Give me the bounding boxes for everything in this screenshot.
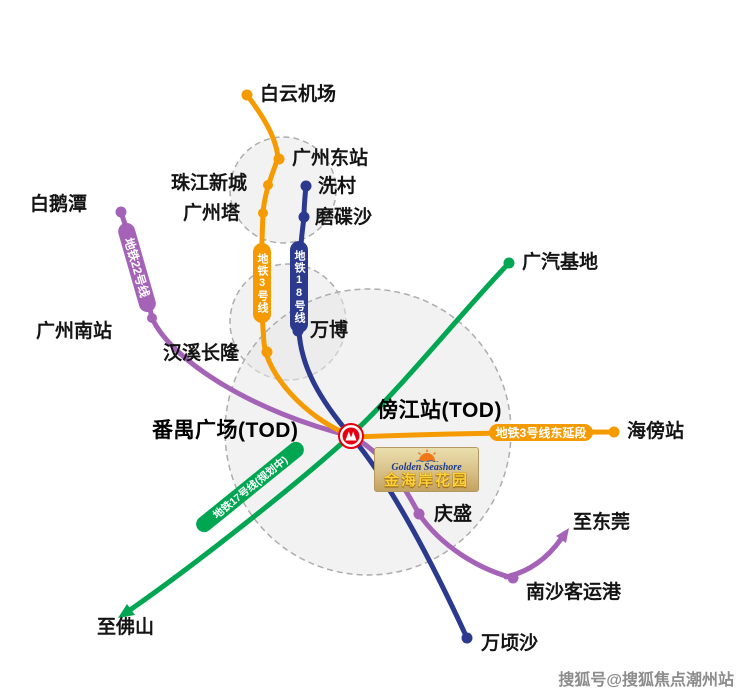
line3-path [244,92,354,439]
hub-label-panyu-square-tod: 番禺广场(TOD) [152,419,299,442]
station-dot-bai-e-tan [115,206,127,218]
station-label-modiesha: 磨碟沙 [315,207,373,228]
hub-interchange-icon [338,423,364,449]
line22-branch-dongguan [503,536,564,580]
station-dot-canton-tower [258,208,268,218]
station-label-wanqingsha: 万顷沙 [481,633,539,654]
sohu-watermark: 搜狐号@搜狐焦点潮州站 [558,672,734,689]
logo-name-english: Golden Seashore [391,462,462,474]
station-dot-baiyun-airport [241,89,253,101]
station-label-nansha-port: 南沙客运港 [526,582,622,603]
station-label-bai-e-tan: 白鹅潭 [30,194,88,215]
station-label-zhujiang-new-town: 珠江新城 [171,173,248,194]
station-label-wanbo: 万博 [310,320,349,341]
station-label-guangzhou-south: 广州南站 [36,321,113,342]
station-label-haipang: 海傍站 [627,421,685,442]
station-dot-qingsheng [413,508,425,520]
station-dot-guangzhou-east [273,153,285,165]
station-dot-gac-base [503,257,515,269]
zone-circle-north [229,136,337,244]
station-dot-zhujiang-new-town [263,180,273,190]
line22-arrow-dongguan [556,528,569,543]
direction-label-to-foshan: 至佛山 [97,617,155,638]
sun-icon [415,449,438,463]
catchment-zones [224,136,512,576]
station-label-gac-base: 广汽基地 [522,252,599,273]
station-dot-xicun [300,180,312,192]
golden-seashore-logo: Golden Seashore 金海岸花园 [374,447,479,492]
station-label-guangzhou-east: 广州东站 [292,148,369,169]
line17-arrow-foshan [118,604,135,618]
station-dot-wanqingsha [461,632,473,644]
station-label-xicun: 洗村 [318,176,357,197]
logo-name-chinese: 金海岸花园 [383,472,469,490]
station-label-baiyun-airport: 白云机场 [260,84,337,105]
station-dot-guangzhou-south [147,313,157,323]
station-dot-hanxi-changlong [261,346,273,358]
station-label-canton-tower: 广州塔 [183,203,241,224]
station-label-qingsheng: 庆盛 [434,504,473,525]
line3-badge: 地铁3号线 [253,243,271,323]
station-dot-nansha-port [507,572,519,584]
station-dot-haipang [608,426,620,438]
line18-badge: 地铁18号线 [290,241,308,333]
direction-label-to-dongguan: 至东莞 [573,512,631,533]
line3-east-badge: 地铁3号线东延段 [489,424,593,441]
station-label-bangjiang-tod: 傍江站(TOD) [377,399,502,422]
station-dot-modiesha [298,211,310,223]
station-label-hanxi-changlong: 汉溪长隆 [163,343,240,364]
